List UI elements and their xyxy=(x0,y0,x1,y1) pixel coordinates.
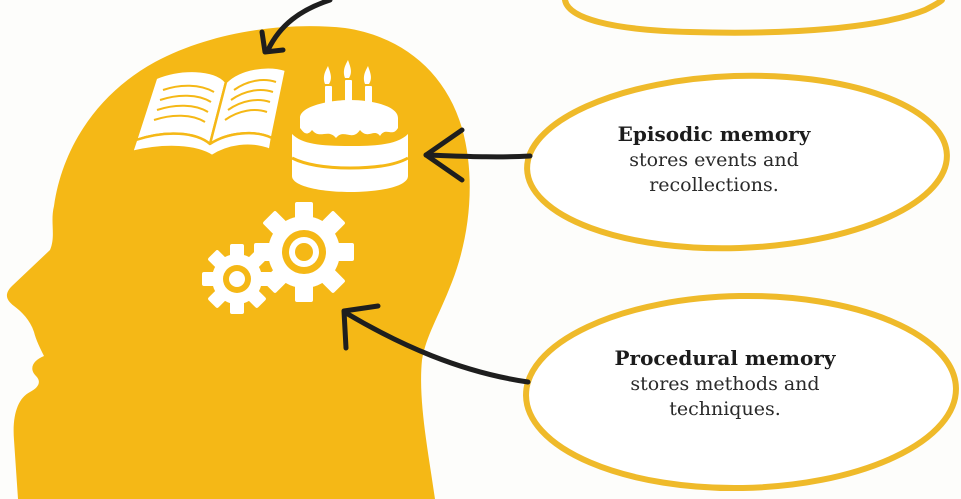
top-bubble-outline xyxy=(562,0,945,36)
procedural-bubble-outline xyxy=(523,292,959,492)
procedural-memory-title: Procedural memory xyxy=(614,346,836,370)
episodic-memory-desc-line2: recollections. xyxy=(649,174,779,196)
episodic-memory-desc-line1: stores events and xyxy=(629,149,799,171)
episodic-bubble-outline xyxy=(524,72,950,252)
procedural-memory-desc-line1: stores methods and xyxy=(630,373,820,395)
episodic-memory-title: Episodic memory xyxy=(617,122,811,146)
arrow-to-cake xyxy=(423,127,533,183)
arrow-to-book xyxy=(259,0,333,55)
birthday-cake-icon xyxy=(291,60,409,192)
procedural-memory-label: Procedural memory stores methods and tec… xyxy=(575,346,875,422)
episodic-memory-label: Episodic memory stores events and recoll… xyxy=(596,122,832,198)
procedural-memory-desc-line2: techniques. xyxy=(669,398,781,420)
book-icon xyxy=(130,66,288,158)
gears-icon xyxy=(202,202,354,314)
arrow-to-gears xyxy=(341,303,531,385)
